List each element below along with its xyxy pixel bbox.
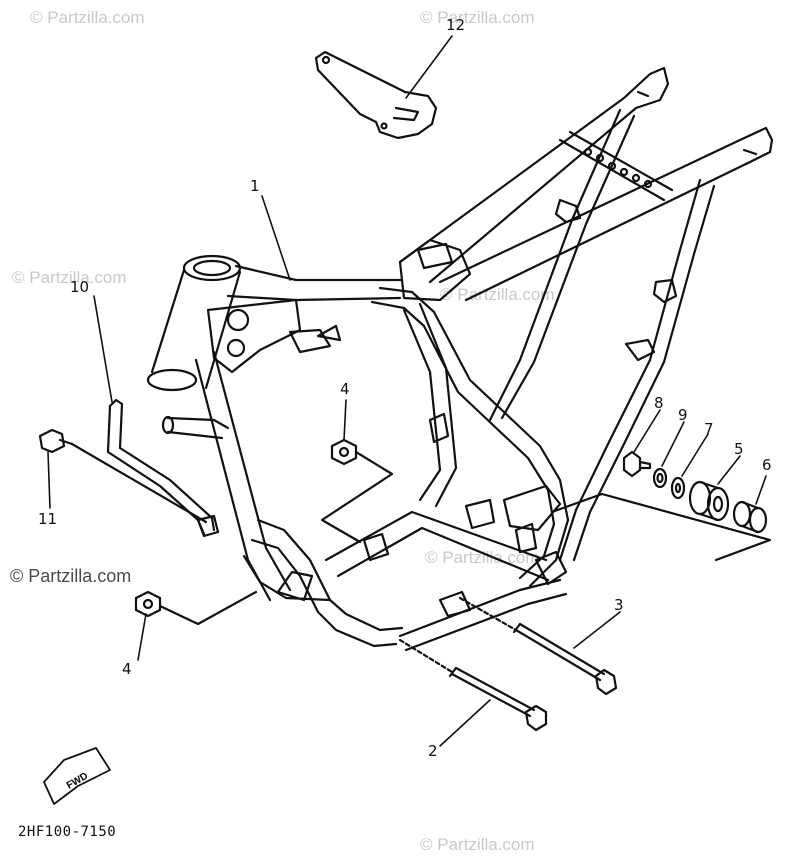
callout-4: 4 [122,660,132,678]
callout-9: 9 [678,406,688,424]
watermark: © Partzilla.com [10,566,132,586]
callout-10: 10 [70,278,90,296]
washer-part-7 [670,476,686,500]
down-tube [161,350,292,602]
callout-12: 12 [446,16,466,34]
fwd-label: FWD [65,771,90,792]
nut-part-4-upper [320,438,394,544]
watermark: © Partzilla.com [420,8,535,27]
bolt-part-2 [398,638,548,732]
callout-7: 7 [704,420,714,438]
top-tube [226,238,472,302]
watermark: © Partzilla.com [12,268,127,287]
head-tube [146,254,242,392]
side-stand-part-10 [106,398,220,538]
callout-2: 2 [428,742,438,760]
watermark: © Partzilla.com [30,8,145,27]
seat-rail [398,66,774,302]
callout-8: 8 [654,394,664,412]
cradle-tube [242,286,570,648]
bolt-part-3 [458,596,618,696]
bolt-part-11 [38,428,208,524]
bracket-plate-part-12 [314,50,438,140]
callout-1: 1 [250,177,260,195]
collar-part-5 [688,480,730,522]
fwd-arrow-icon [43,747,111,805]
callout-leaders [47,35,767,747]
leader-line [550,492,772,562]
collar-part-6 [732,500,768,534]
callout-4: 4 [340,380,350,398]
watermark: © Partzilla.com [425,548,540,567]
gusset-plate [206,298,342,374]
diagram-code: 2HF100-7150 [18,824,117,840]
callout-3: 3 [614,596,624,614]
bolt-part-8 [622,450,652,478]
lower-cross-member [276,510,568,652]
nut-part-4-lower [134,590,258,626]
callout-5: 5 [734,440,744,458]
callout-6: 6 [762,456,772,474]
washer-part-9 [652,467,668,489]
rear-subframe [488,108,716,562]
engine-mount-plate [362,302,562,562]
watermark: © Partzilla.com [420,835,535,854]
callout-11: 11 [38,510,58,528]
